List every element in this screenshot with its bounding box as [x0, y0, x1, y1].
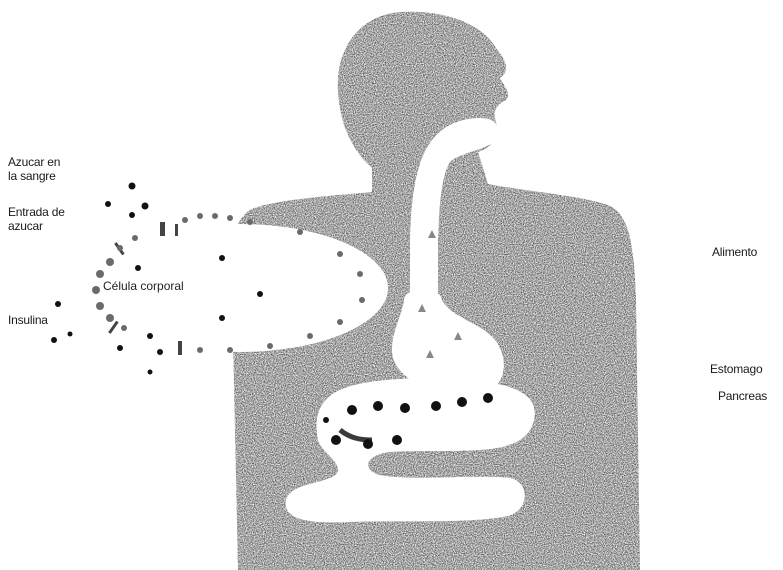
blood-sugar-label-line2: la sangre	[8, 169, 60, 183]
body-cell-label: Célula corporal	[103, 279, 184, 293]
blood-sugar-label: Azucar en la sangre	[8, 155, 60, 183]
stomach-label: Estomago	[710, 362, 762, 376]
pancreas-label: Pancreas	[718, 389, 767, 403]
food-label: Alimento	[712, 245, 757, 259]
sugar-entry-label-line1: Entrada de	[8, 205, 65, 219]
insulin-label: Insulina	[8, 313, 48, 327]
sugar-entry-label-line2: azucar	[8, 219, 65, 233]
sugar-entry-label: Entrada de azucar	[8, 205, 65, 233]
blood-sugar-label-line1: Azucar en	[8, 155, 60, 169]
